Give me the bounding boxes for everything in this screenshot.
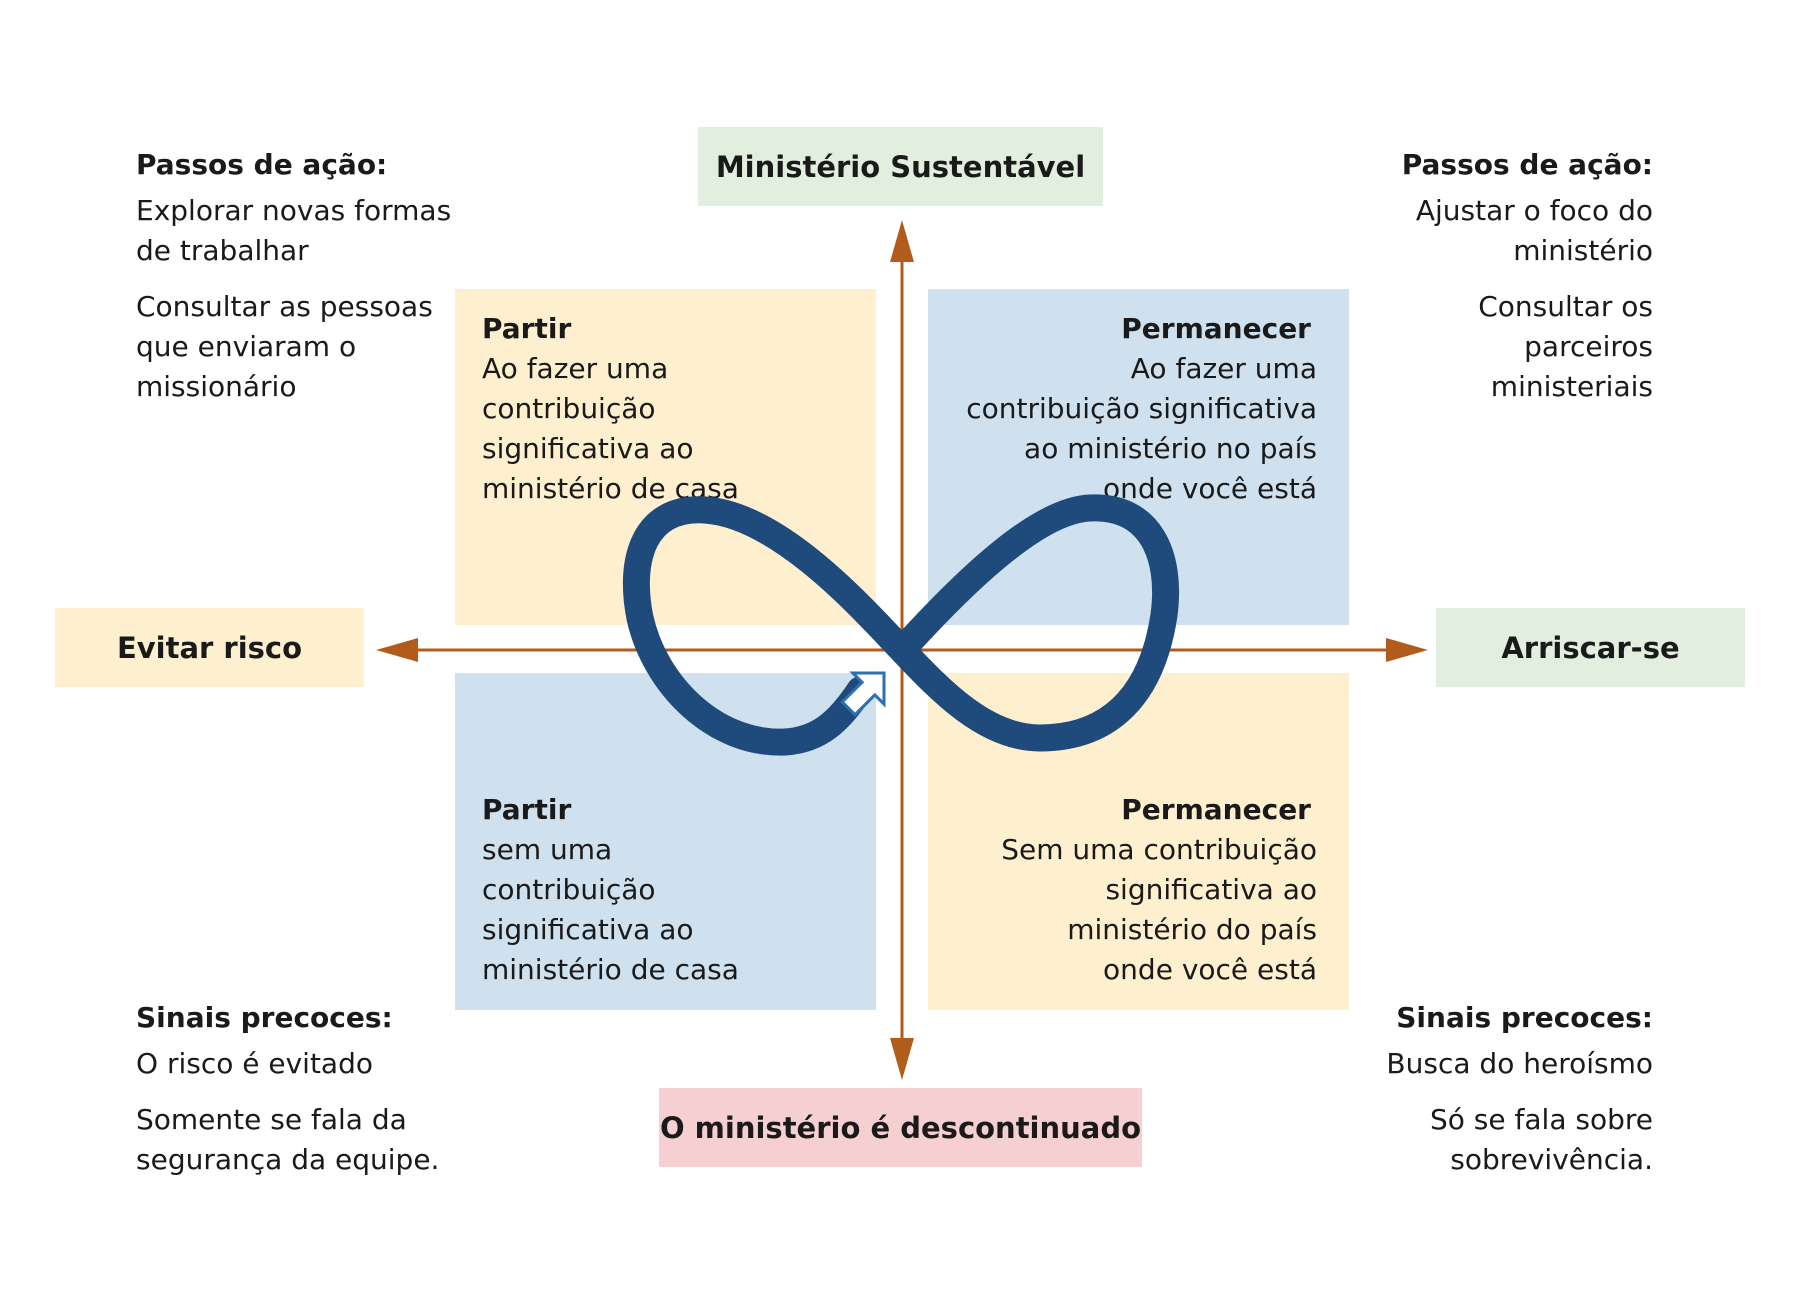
quadrant-line: contribuição: [482, 392, 656, 425]
quadrant-line: ministério do país: [1067, 913, 1317, 946]
quadrant-line: ao ministério no país: [1024, 432, 1317, 465]
corner-title: Sinais precoces:: [1396, 1001, 1653, 1034]
quadrant-line: Ao fazer uma: [482, 352, 669, 385]
quadrant-line: onde você está: [1103, 953, 1317, 986]
corner-line: segurança da equipe.: [136, 1143, 440, 1176]
quadrant-line: contribuição significativa: [966, 392, 1317, 425]
axis-label-left: Evitar risco: [55, 608, 364, 687]
arrow-right-icon: [1386, 638, 1428, 662]
corner-bottom-right: Sinais precoces: Busca do heroísmo Só se…: [1386, 998, 1653, 1180]
corner-line: ministério: [1513, 234, 1653, 267]
axis-label-bottom: O ministério é descontinuado: [659, 1088, 1142, 1167]
quadrant-title: Permanecer: [1121, 312, 1311, 345]
corner-line: Ajustar o foco do: [1415, 194, 1653, 227]
corner-line: de trabalhar: [136, 234, 309, 267]
quadrant-bottom-right-text: Permanecer Sem uma contribuição signific…: [1001, 790, 1317, 990]
arrow-down-icon: [890, 1038, 914, 1080]
arrow-left-icon: [376, 638, 418, 662]
axis-label-right: Arriscar-se: [1436, 608, 1745, 687]
quadrant-line: ministério de casa: [482, 953, 739, 986]
corner-title: Passos de ação:: [1401, 148, 1653, 181]
quadrant-line: Sem uma contribuição: [1001, 833, 1317, 866]
corner-line: Consultar as pessoas: [136, 290, 433, 323]
corner-line: Somente se fala da: [136, 1103, 407, 1136]
quadrant-line: sem uma: [482, 833, 613, 866]
corner-line: Consultar os: [1478, 290, 1653, 323]
corner-line: ministeriais: [1490, 370, 1653, 403]
axis-label-top: Ministério Sustentável: [698, 127, 1103, 206]
quadrant-bottom-left-text: Partir sem uma contribuição significativ…: [482, 790, 739, 990]
corner-line: que enviaram o: [136, 330, 357, 363]
corner-line: O risco é evitado: [136, 1047, 373, 1080]
corner-line: sobrevivência.: [1450, 1143, 1653, 1176]
corner-title: Sinais precoces:: [136, 1001, 393, 1034]
quadrant-line: contribuição: [482, 873, 656, 906]
quadrant-title: Partir: [482, 793, 572, 826]
quadrant-top-right-text: Permanecer Ao fazer uma contribuição sig…: [966, 309, 1317, 509]
quadrant-line: Ao fazer uma: [1130, 352, 1317, 385]
corner-line: Explorar novas formas: [136, 194, 452, 227]
corner-top-left: Passos de ação: Explorar novas formas de…: [136, 145, 451, 407]
quadrant-title: Partir: [482, 312, 572, 345]
quadrant-line: ministério de casa: [482, 472, 739, 505]
corner-top-right: Passos de ação: Ajustar o foco do minist…: [1402, 145, 1653, 407]
quadrant-line: significativa ao: [482, 913, 694, 946]
corner-bottom-left: Sinais precoces: O risco é evitado Somen…: [136, 998, 439, 1180]
corner-line: Busca do heroísmo: [1386, 1047, 1653, 1080]
quadrant-line: significativa ao: [1105, 873, 1317, 906]
quadrant-line: significativa ao: [482, 432, 694, 465]
quadrant-line: onde você está: [1103, 472, 1317, 505]
corner-line: parceiros: [1524, 330, 1653, 363]
quadrant-top-left-text: Partir Ao fazer uma contribuição signifi…: [482, 309, 739, 509]
corner-line: missionário: [136, 370, 297, 403]
arrow-up-icon: [890, 220, 914, 262]
corner-title: Passos de ação:: [136, 148, 388, 181]
quadrant-title: Permanecer: [1121, 793, 1311, 826]
corner-line: Só se fala sobre: [1430, 1103, 1653, 1136]
